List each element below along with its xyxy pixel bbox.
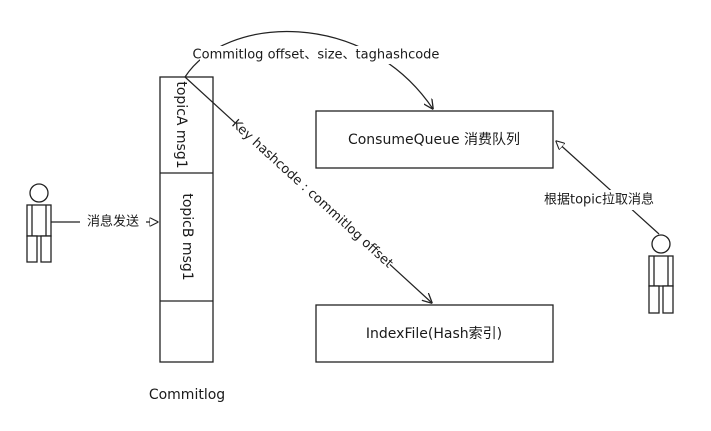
msg-a-label: topicA msg1	[173, 81, 189, 168]
msg-b-label: topicB msg1	[179, 193, 195, 280]
commitlog-column	[159, 76, 214, 363]
indexfile-label: IndexFile(Hash索引)	[366, 325, 502, 342]
producer-person-icon	[26, 183, 52, 263]
consumequeue-label: ConsumeQueue 消费队列	[348, 132, 520, 148]
key-hash-label-bg	[228, 116, 396, 272]
pull-label: 根据topic拉取消息	[544, 192, 654, 208]
offset-size-hash-label-bg	[200, 46, 432, 64]
indexfile-box	[315, 304, 554, 363]
consumequeue-box	[315, 110, 554, 169]
offset-size-hash-edge	[184, 30, 433, 109]
pull-label-bg	[538, 190, 660, 210]
pull-edge	[556, 141, 660, 235]
commitlog-label: Commitlog	[149, 387, 225, 403]
send-label: 消息发送	[87, 214, 139, 230]
consumer-person-icon	[648, 234, 674, 314]
offset-size-hash-label: Commitlog offset、size、taghashcode	[193, 48, 440, 63]
send-label-bg	[80, 212, 146, 232]
